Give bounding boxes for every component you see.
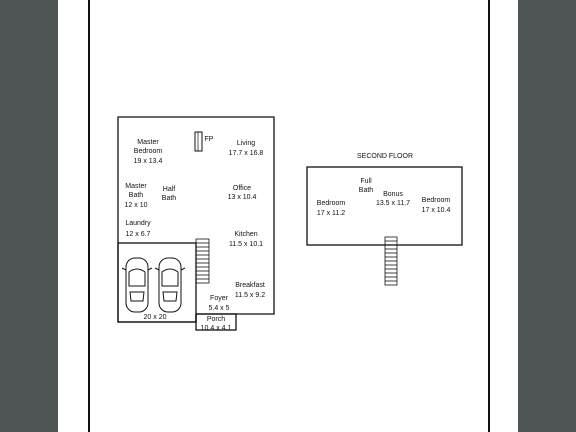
- master-bath-label: Master Bath 12 x 10: [124, 183, 148, 209]
- main-stairs: [195, 238, 210, 284]
- left-border-line: [88, 0, 90, 432]
- kitchen-label: Kitchen 11.5 x 10.1: [228, 231, 264, 248]
- laundry-label: Laundry 12 x 6.7: [125, 220, 151, 238]
- fireplace-symbol: [194, 131, 203, 152]
- document-page: [58, 0, 518, 432]
- right-border-line: [488, 0, 490, 432]
- bedroom-right-label: Bedroom 17 x 10.4: [421, 197, 451, 214]
- garage-size-label: 20 x 20: [143, 314, 167, 321]
- second-floor-stairs: [384, 236, 398, 286]
- foyer-label: Foyer 5.4 x 5: [208, 295, 230, 312]
- second-floor-title: SECOND FLOOR: [356, 153, 414, 160]
- car-icon: [121, 257, 153, 313]
- second-floor-outline: [306, 166, 463, 246]
- master-bedroom-label: Master Bedroom 19 x 13.4: [133, 139, 163, 165]
- porch-outline: [195, 313, 237, 331]
- living-label: Living 17.7 x 16.8: [228, 140, 264, 157]
- porch-label: Porch 10.4 x 4.1: [200, 316, 232, 332]
- fireplace-label: FP: [204, 136, 214, 143]
- car-icon: [154, 257, 186, 313]
- bedroom-left-label: Bedroom 17 x 11.2: [316, 200, 346, 217]
- breakfast-label: Breakfast 11.5 x 9.2: [234, 282, 266, 299]
- bonus-label: Bonus 13.5 x 11.7: [375, 191, 411, 207]
- office-label: Office 13 x 10.4: [227, 185, 257, 201]
- full-bath-label: Full Bath: [358, 178, 374, 194]
- half-bath-label: Half Bath: [161, 186, 177, 202]
